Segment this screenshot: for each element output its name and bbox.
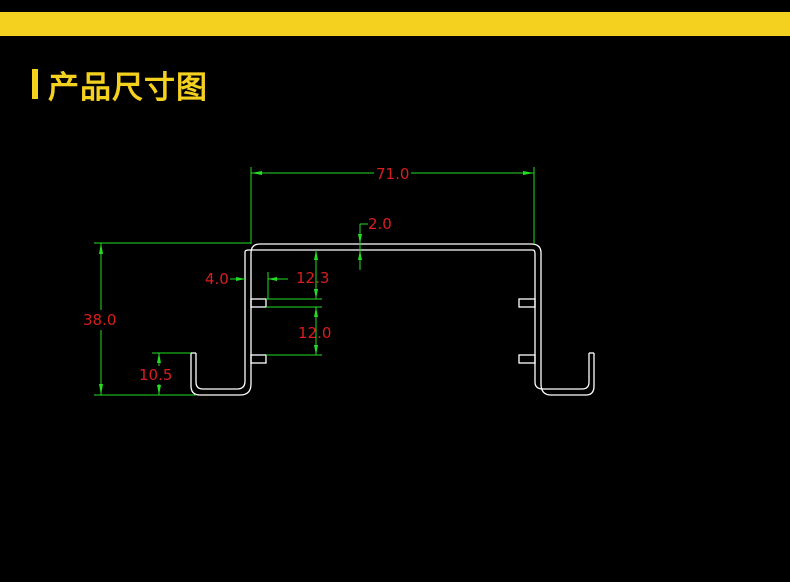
section-header: 产品尺寸图 bbox=[32, 66, 208, 106]
width-arrow-left bbox=[251, 171, 262, 175]
dimension-label-upper-gap: 12.3 bbox=[296, 269, 329, 287]
left-lower-slot bbox=[250, 354, 267, 364]
dimension-label-lip-height: 10.5 bbox=[139, 366, 172, 384]
dimension-label-height: 38.0 bbox=[83, 311, 116, 329]
height-arrow-top bbox=[99, 243, 103, 254]
profile-outline bbox=[190, 243, 595, 396]
height-arrow-bottom bbox=[99, 384, 103, 395]
profile-outer-edge bbox=[190, 243, 595, 396]
dimension-label-slot-spacing: 12.0 bbox=[298, 324, 331, 342]
width-arrow-right bbox=[523, 171, 534, 175]
title-accent-bar bbox=[32, 69, 38, 99]
left-upper-slot bbox=[250, 298, 267, 308]
offset-arrow-right bbox=[268, 277, 277, 281]
dimension-label-width: 71.0 bbox=[376, 165, 409, 183]
right-lower-slot bbox=[518, 354, 536, 364]
lip-arrow-top bbox=[157, 353, 161, 363]
dimension-label-offset: 4.0 bbox=[205, 270, 229, 288]
profile-inner-edge bbox=[195, 249, 590, 390]
dimension-label-thickness: 2.0 bbox=[368, 215, 392, 233]
slot-spacing-arrow-top bbox=[314, 307, 318, 317]
right-upper-slot bbox=[518, 298, 536, 308]
lip-arrow-bottom bbox=[157, 385, 161, 395]
upper-gap-arrow-bottom bbox=[314, 289, 318, 299]
dimension-lines bbox=[94, 167, 535, 396]
slot-spacing-arrow-bottom bbox=[314, 345, 318, 355]
top-banner bbox=[0, 12, 790, 36]
upper-gap-arrow-top bbox=[314, 250, 318, 260]
page-title: 产品尺寸图 bbox=[48, 69, 208, 106]
offset-arrow-left bbox=[236, 277, 245, 281]
thickness-arrow-bottom bbox=[358, 250, 362, 260]
thickness-arrow-top bbox=[358, 234, 362, 244]
